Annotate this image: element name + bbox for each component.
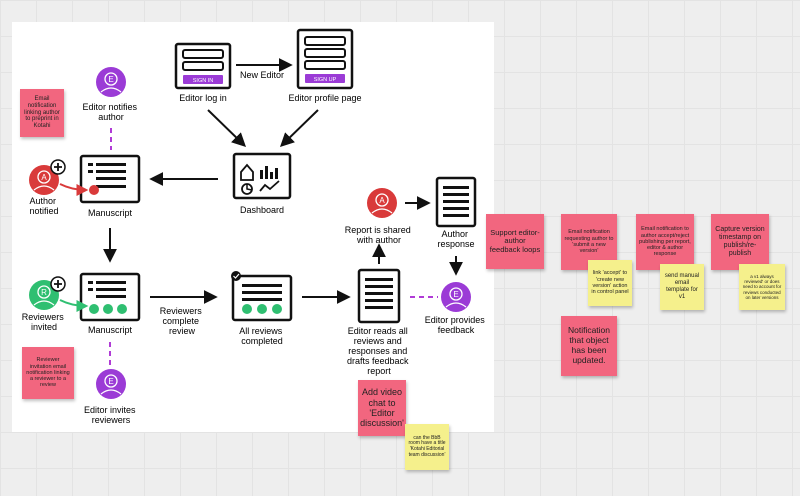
author-response-label: Author response <box>437 229 474 249</box>
sticky-email-accept-reject[interactable]: Email notification to author accept/reje… <box>636 214 694 270</box>
manuscript-document-icon <box>79 154 141 204</box>
author-avatar-icon: A <box>367 188 397 218</box>
sign-in-button <box>183 75 223 84</box>
reviewers-complete-review-label: Reviewers complete review <box>160 306 205 336</box>
editor-provides-feedback-label: Editor provides feedback <box>425 315 488 335</box>
login-screen-icon: SIGN IN <box>174 42 232 90</box>
sticky-reviewer-invitation[interactable]: Reviewer invitation email notification l… <box>22 347 74 399</box>
editor-avatar-icon: E <box>96 369 126 399</box>
svg-text:E: E <box>453 290 458 299</box>
editor-avatar-icon: E <box>96 67 126 97</box>
sticky-bbb-room[interactable]: can the BbB room have a title 'Kotahi Ed… <box>405 424 449 470</box>
sign-up-button-label: SIGN UP <box>314 77 337 83</box>
red-connector <box>59 183 89 196</box>
svg-text:A: A <box>379 196 385 205</box>
author-avatar-icon: A <box>29 159 66 195</box>
new-editor-label: New Editor <box>240 70 284 80</box>
editor-invites-reviewers-label: Editor invites reviewers <box>84 405 138 425</box>
green-connector <box>59 299 89 312</box>
manuscript-top-label: Manuscript <box>88 208 133 218</box>
arrow-profile-to-dashboard <box>279 109 319 147</box>
reviewers-invited-label: Reviewers invited <box>22 312 67 332</box>
diagram-board <box>12 22 494 432</box>
sticky-send-manual-email[interactable]: send manual email template for v1 <box>660 264 704 310</box>
report-shared-label: Report is shared with author <box>345 225 414 245</box>
svg-text:R: R <box>41 288 47 297</box>
editor-avatar-icon: E <box>441 282 471 312</box>
arrow-login-to-dashboard <box>207 109 247 147</box>
report-document-icon <box>357 268 401 324</box>
sticky-email-kotahi[interactable]: Email notification linking author to pre… <box>20 89 64 137</box>
sticky-support-loops[interactable]: Support editor-author feedback loops <box>486 214 544 269</box>
svg-text:E: E <box>108 377 113 386</box>
all-reviews-completed-label: All reviews completed <box>239 326 285 346</box>
author-notified-label: Author notified <box>29 196 58 216</box>
sticky-v1-reviewed[interactable]: a v1 always reviewed' or does need to ac… <box>739 264 785 310</box>
editor-profile-page-label: Editor profile page <box>288 93 361 103</box>
sign-in-button-label: SIGN IN <box>193 78 214 84</box>
dashboard-icon <box>232 152 292 200</box>
reviewer-avatar-icon: R <box>29 276 66 310</box>
signup-screen-icon: SIGN UP <box>296 28 354 90</box>
dashboard-label: Dashboard <box>240 205 284 215</box>
all-reviews-document-icon <box>231 271 293 322</box>
sticky-add-video-chat[interactable]: Add video chat to 'Editor discussion' <box>358 380 406 436</box>
sticky-notification-updated[interactable]: Notification that object has been update… <box>561 316 617 376</box>
svg-text:E: E <box>108 75 113 84</box>
svg-text:A: A <box>41 173 47 182</box>
sticky-link-accept[interactable]: link 'accept' to 'create new version' ac… <box>588 260 632 306</box>
manuscript-reviewers-document-icon <box>79 272 141 322</box>
editor-log-in-label: Editor log in <box>179 93 227 103</box>
manuscript-bottom-label: Manuscript <box>88 325 133 335</box>
editor-notifies-author-label: Editor notifies author <box>82 102 139 122</box>
sticky-capture-version[interactable]: Capture version timestamp on publish/re-… <box>711 214 769 270</box>
sign-up-button <box>305 74 345 83</box>
editor-reads-label: Editor reads all reviews and responses a… <box>347 326 411 376</box>
author-response-document-icon <box>435 176 477 228</box>
